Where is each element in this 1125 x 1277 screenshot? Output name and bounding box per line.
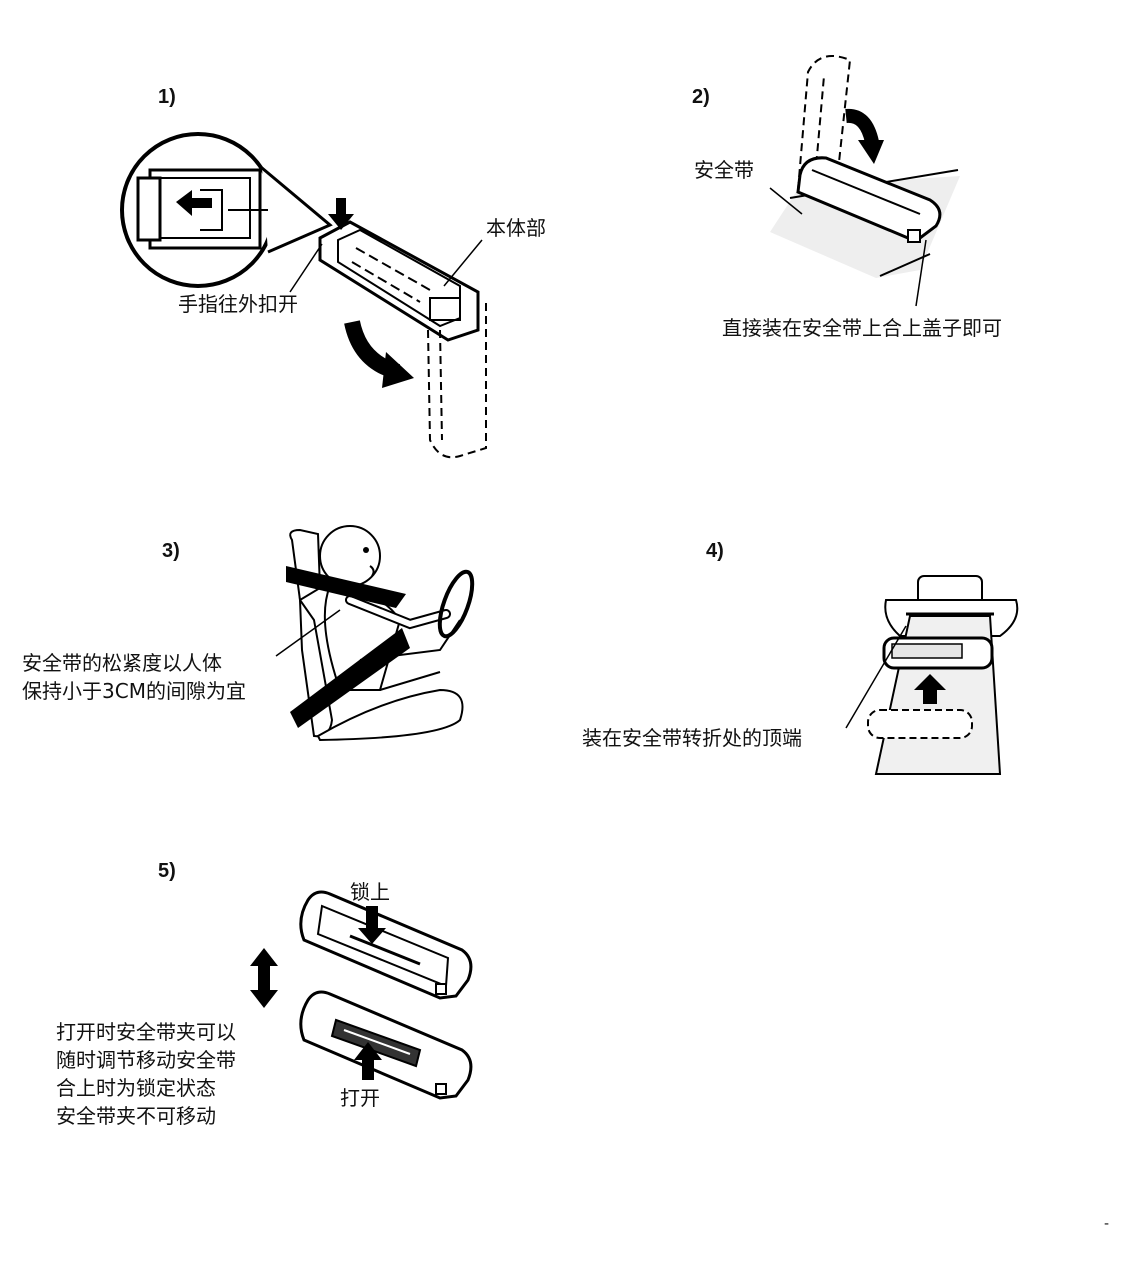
placement-label: 装在安全带转折处的顶端 — [582, 726, 802, 750]
closed-clip — [796, 156, 942, 243]
attach-instruction-label: 直接装在安全带上合上盖子即可 — [722, 316, 1002, 340]
dashed-lever — [427, 300, 487, 459]
clip-installed — [882, 636, 994, 670]
belt-label: 安全带 — [694, 158, 754, 182]
step-1-illustration — [120, 132, 487, 459]
press-down-arrow-icon — [328, 198, 354, 230]
step-4-illustration — [845, 575, 1019, 775]
clip-usage-note-line-3: 合上时为锁定状态 — [56, 1076, 216, 1100]
seat-belt — [286, 566, 410, 728]
clip-locked — [299, 890, 473, 1000]
step-3-number: 3) — [162, 540, 180, 562]
clip-usage-note-line-2: 随时调节移动安全带 — [56, 1048, 236, 1072]
tension-note: 安全带的松紧度以人体 保持小于3CM的间隙为宜 — [22, 649, 246, 705]
steering-wheel — [437, 569, 475, 639]
open-label: 打开 — [340, 1086, 380, 1110]
tension-note-line-1: 安全带的松紧度以人体 — [22, 651, 222, 675]
clip-usage-note: 打开时安全带夹可以 随时调节移动安全带 合上时为锁定状态 安全带夹不可移动 — [56, 1018, 236, 1130]
left-arrow-icon — [176, 190, 212, 216]
step-5-illustration — [250, 890, 473, 1100]
corner-mark: - — [1104, 1216, 1110, 1232]
clip-usage-note-line-4: 安全带夹不可移动 — [56, 1104, 216, 1128]
clip-usage-note-line-1: 打开时安全带夹可以 — [56, 1020, 236, 1044]
finger-open-label: 手指往外扣开 — [178, 292, 298, 316]
curved-arrow-icon — [344, 320, 414, 388]
step-4-number: 4) — [706, 540, 724, 562]
curved-arrow-icon — [845, 108, 884, 164]
up-arrow-icon — [914, 674, 946, 704]
up-arrow-icon — [354, 1042, 382, 1080]
clip-body — [318, 220, 480, 342]
double-arrow-icon — [250, 948, 278, 1008]
dashed-clip — [867, 709, 973, 739]
step-1-number: 1) — [158, 86, 176, 108]
step-2-number: 2) — [692, 86, 710, 108]
lock-label: 锁上 — [350, 880, 390, 904]
down-arrow-icon — [358, 906, 386, 944]
step-5-number: 5) — [158, 860, 176, 882]
step-3-illustration — [275, 525, 475, 742]
step-2-illustration — [769, 55, 960, 307]
zoom-circle — [120, 132, 333, 288]
tension-note-line-2: 保持小于3CM的间隙为宜 — [22, 679, 246, 703]
clip-open — [299, 990, 473, 1100]
body-part-label: 本体部 — [486, 216, 546, 240]
